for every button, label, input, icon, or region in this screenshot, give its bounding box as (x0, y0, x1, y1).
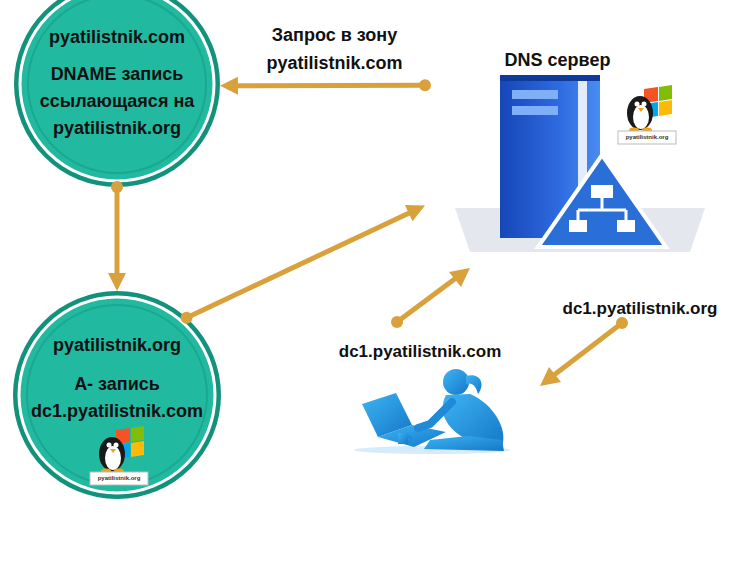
request-arrow (391, 268, 470, 328)
logo-text: pyatilistnik.org (90, 473, 148, 484)
circle-outline (12, 290, 222, 500)
node-heading: pyatilistnik.org (19, 334, 215, 356)
flow-arrow (181, 205, 425, 324)
flow-arrow (108, 181, 126, 291)
server-tower (500, 75, 600, 238)
zone-circle: pyatilistnik.org A- запись dc1.pyatilistn… (12, 290, 222, 500)
network-triangle (538, 155, 666, 247)
response-arrow (540, 317, 628, 386)
node-heading: DNS сервер (473, 49, 643, 71)
node-body: DNAME запись ссылающаяся на pyatilistnik… (24, 61, 210, 142)
penguin-logo (90, 426, 148, 485)
person-with-laptop (354, 369, 510, 454)
penguin-logo (618, 85, 676, 144)
zone-circle: pyatilistnik.comDNAME запись ссылающаяся… (13, 0, 221, 188)
node-body: A- запись dc1.pyatilistnik.com (17, 371, 217, 425)
server-platform (455, 208, 705, 252)
logo-text: pyatilistnik.org (618, 132, 676, 143)
query-name: dc1.pyatilistnik.com (305, 341, 535, 363)
dns-server: DNS сервер (425, 40, 690, 255)
flow-arrow (220, 77, 431, 95)
edge-label: Запрос в зону pyatilistnik.com (234, 21, 434, 77)
node-heading: pyatilistnik.com (19, 26, 215, 48)
answer-name: dc1.pyatilistnik.org (530, 298, 750, 320)
